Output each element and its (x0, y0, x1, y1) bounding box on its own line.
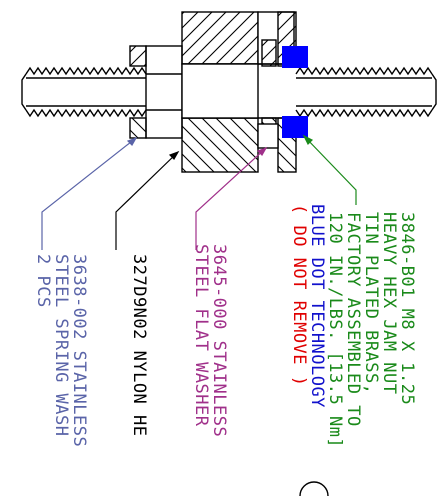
thread-bottom (25, 108, 147, 118)
blue-dot-bottom (282, 116, 308, 138)
thread-top (25, 66, 147, 76)
leader-flat-washer (195, 146, 268, 250)
do-not-remove-text: ( DO NOT REMOVE ) (289, 204, 309, 387)
callout-nylon: 327D9N02 NYLON HE (129, 254, 149, 437)
jam-nut-line-4: FACTORY ASSEMBLED TO (343, 212, 363, 427)
callout-flat-washer: 3645-000 STAINLESS STEEL FLAT WASHER (191, 244, 229, 437)
thread-top-right (295, 66, 433, 76)
jam-nut-line-2: HEAVY HEX JAM NUT (379, 212, 399, 395)
nylon-sleeve (181, 63, 259, 119)
leader-jam-nut (302, 134, 357, 205)
flat-washer-line-1: 3645-000 STAINLESS (209, 244, 229, 437)
spring-washer-line-1: 3638-002 STAINLESS (69, 254, 89, 447)
housing-bottom (181, 117, 259, 173)
jam-nut-line-1: 3846-B01 M8 X 1.25 (397, 212, 417, 405)
nylon-text: 327D9N02 NYLON HE (129, 254, 149, 437)
jam-nut-line-5: 120 IN./LBS. [13.5 Nm] (325, 212, 345, 448)
spring-washer-line-2: STEEL SPRING WASH (51, 254, 71, 437)
jam-nut-line-3: TIN PLATED BRASS, (361, 212, 381, 395)
bolt-section (21, 11, 437, 173)
spring-washer-line-3: 2 PCS (33, 254, 53, 308)
thread-bottom-right (295, 108, 433, 118)
spring-washer-top (129, 45, 147, 67)
spring-washer-bottom (129, 117, 147, 139)
blue-dot-text: BLUE DOT TECHNOLOGY (307, 204, 327, 408)
blue-dot-top (282, 46, 308, 68)
callout-blue-dot: BLUE DOT TECHNOLOGY (307, 204, 327, 408)
leader-nylon (115, 150, 180, 250)
shaft-right-end (431, 73, 437, 111)
flat-washer-top (261, 39, 277, 67)
partial-circle-mark (299, 481, 329, 497)
housing-top (181, 11, 259, 65)
leader-spring-washer (41, 136, 138, 250)
callout-spring-washer: 3638-002 STAINLESS STEEL SPRING WASH 2 P… (33, 254, 89, 447)
callout-jam-nut: 3846-B01 M8 X 1.25 HEAVY HEX JAM NUT TIN… (325, 212, 417, 448)
center-flange (145, 45, 183, 139)
flat-washer-line-2: STEEL FLAT WASHER (191, 244, 211, 427)
callout-do-not-remove: ( DO NOT REMOVE ) (289, 204, 309, 387)
shaft-left-end (21, 73, 27, 111)
